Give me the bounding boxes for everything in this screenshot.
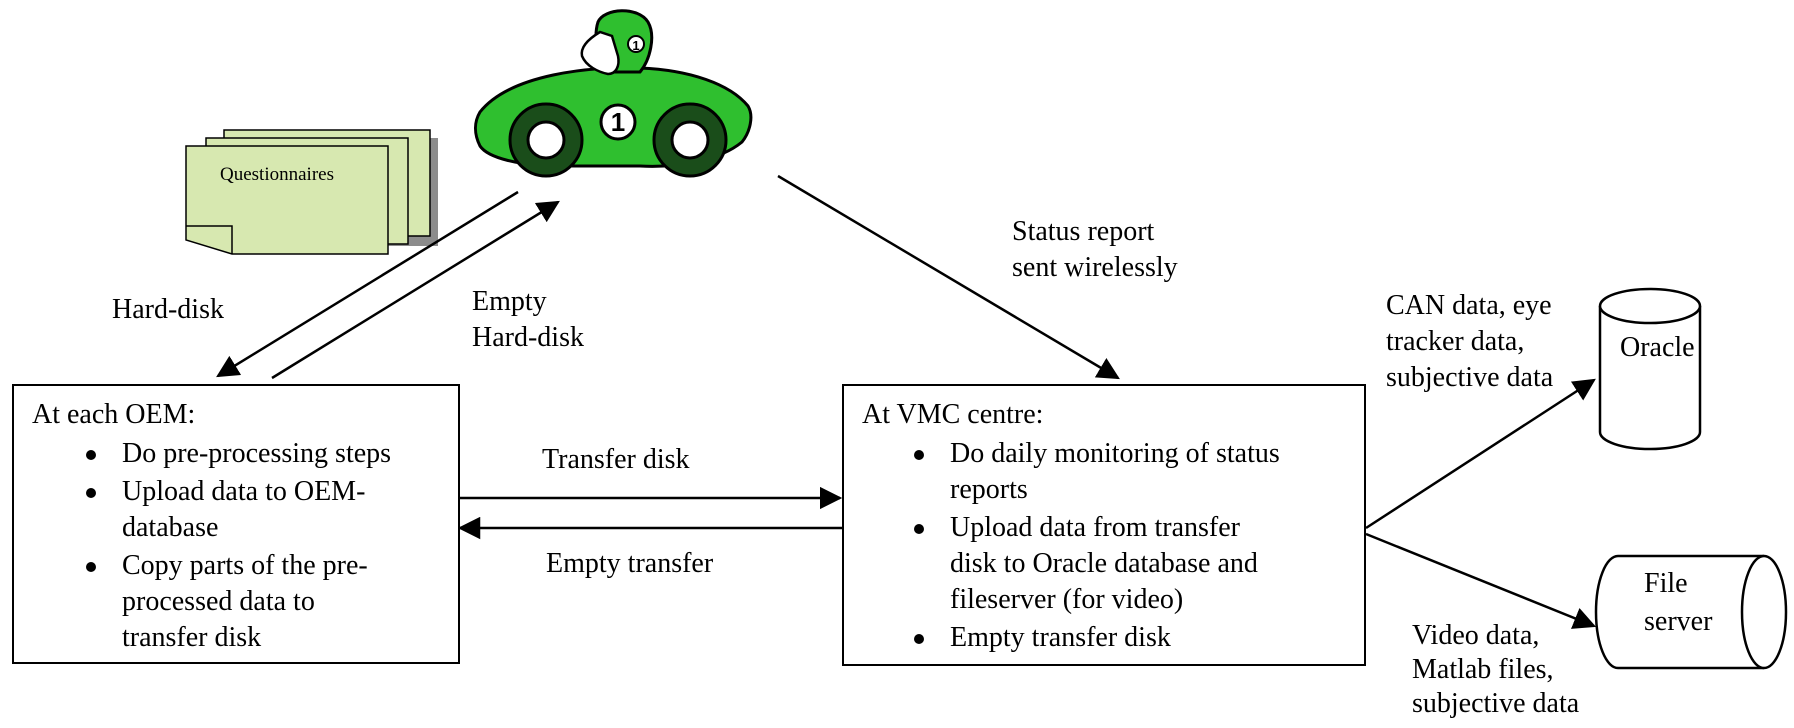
car-number-badge: [599, 103, 637, 141]
empty-hard-disk-label-line1: Empty: [472, 286, 547, 317]
oem-task-item: Upload data to OEM- database: [82, 474, 454, 546]
driver-face: [580, 30, 620, 76]
car-number: 1: [611, 107, 625, 137]
video-data-label-line2: Matlab files,: [1412, 654, 1554, 685]
oem-task-text: Do pre-processing steps: [122, 438, 392, 469]
arrow-oem-to-car-empty-disk: [271, 200, 560, 380]
vmc-box: At VMC centre: Do daily monitoring of st…: [842, 384, 1366, 666]
vmc-box-title: At VMC centre:: [862, 399, 1044, 430]
helmet-number-badge: [627, 35, 645, 53]
questionnaire-sheet-front: [185, 145, 389, 255]
oem-task-item: Do pre-processing steps: [82, 436, 454, 472]
vmc-task-item: Upload data from transfer disk to Oracle…: [910, 510, 1358, 618]
transfer-disk-label: Transfer disk: [542, 444, 690, 475]
oem-task-text-cont: database: [122, 512, 219, 543]
bullet-icon: [914, 524, 924, 534]
oem-task-text: Upload data to OEM-: [122, 476, 366, 507]
questionnaire-fold: [186, 225, 233, 254]
oracle-database-cylinder: [1598, 287, 1702, 451]
helmet-number: 1: [632, 38, 639, 53]
file-server-label-line1: File: [1644, 568, 1688, 599]
arrow-car-to-oem-hard-disk: [216, 190, 519, 378]
video-data-label-line3: subjective data: [1412, 688, 1580, 719]
oem-task-text-cont: transfer disk: [122, 622, 262, 653]
video-data-label-line1: Video data,: [1412, 620, 1540, 651]
race-car: [474, 9, 753, 178]
status-report-label-line1: Status report: [1012, 216, 1155, 247]
bullet-icon: [914, 634, 924, 644]
front-wheel-rim: [670, 120, 710, 160]
empty-hard-disk-label-line2: Hard-disk: [472, 322, 584, 353]
vmc-task-text-cont: fileserver (for video): [950, 584, 1184, 615]
oem-task-text: Copy parts of the pre-: [122, 550, 368, 581]
vmc-task-text-cont: disk to Oracle database and: [950, 548, 1258, 579]
vmc-task-item: Do daily monitoring of status reports: [910, 436, 1358, 508]
vmc-task-text: Upload data from transfer: [950, 512, 1240, 543]
oem-task-text-cont: processed data to: [122, 586, 315, 617]
oracle-label: Oracle: [1620, 332, 1695, 363]
oem-box: At each OEM: Do pre-processing steps Upl…: [12, 384, 460, 664]
arrow-vmc-to-oracle: [1365, 378, 1596, 530]
vmc-task-text: Do daily monitoring of status: [950, 438, 1280, 469]
empty-transfer-disk-label: Empty transfer: [546, 548, 714, 579]
arrow-vmc-to-fileserver: [1365, 532, 1597, 629]
arrow-car-to-vmc-status: [777, 174, 1120, 380]
vmc-task-item: Empty transfer disk: [910, 620, 1358, 656]
bullet-icon: [86, 562, 96, 572]
questionnaires-stack: [185, 129, 438, 255]
oem-task-item: Copy parts of the pre- processed data to…: [82, 548, 454, 656]
can-data-label-line3: subjective data: [1386, 362, 1554, 393]
file-server-cylinder: [1594, 554, 1788, 670]
rear-wheel-rim: [526, 120, 566, 160]
vmc-task-text: Empty transfer disk: [950, 622, 1171, 653]
oem-task-list: Do pre-processing steps Upload data to O…: [82, 436, 454, 658]
can-data-label-line1: CAN data, eye: [1386, 290, 1552, 321]
can-data-label-line2: tracker data,: [1386, 326, 1525, 357]
questionnaires-label: Questionnaires: [220, 164, 334, 185]
oem-box-title: At each OEM:: [32, 399, 196, 430]
hard-disk-label: Hard-disk: [112, 294, 224, 325]
file-server-label-line2: server: [1644, 606, 1713, 637]
vmc-task-list: Do daily monitoring of status reports Up…: [910, 436, 1358, 658]
bullet-icon: [86, 450, 96, 460]
status-report-label-line2: sent wirelessly: [1012, 252, 1178, 283]
vmc-task-text-cont: reports: [950, 474, 1028, 505]
bullet-icon: [914, 450, 924, 460]
bullet-icon: [86, 488, 96, 498]
